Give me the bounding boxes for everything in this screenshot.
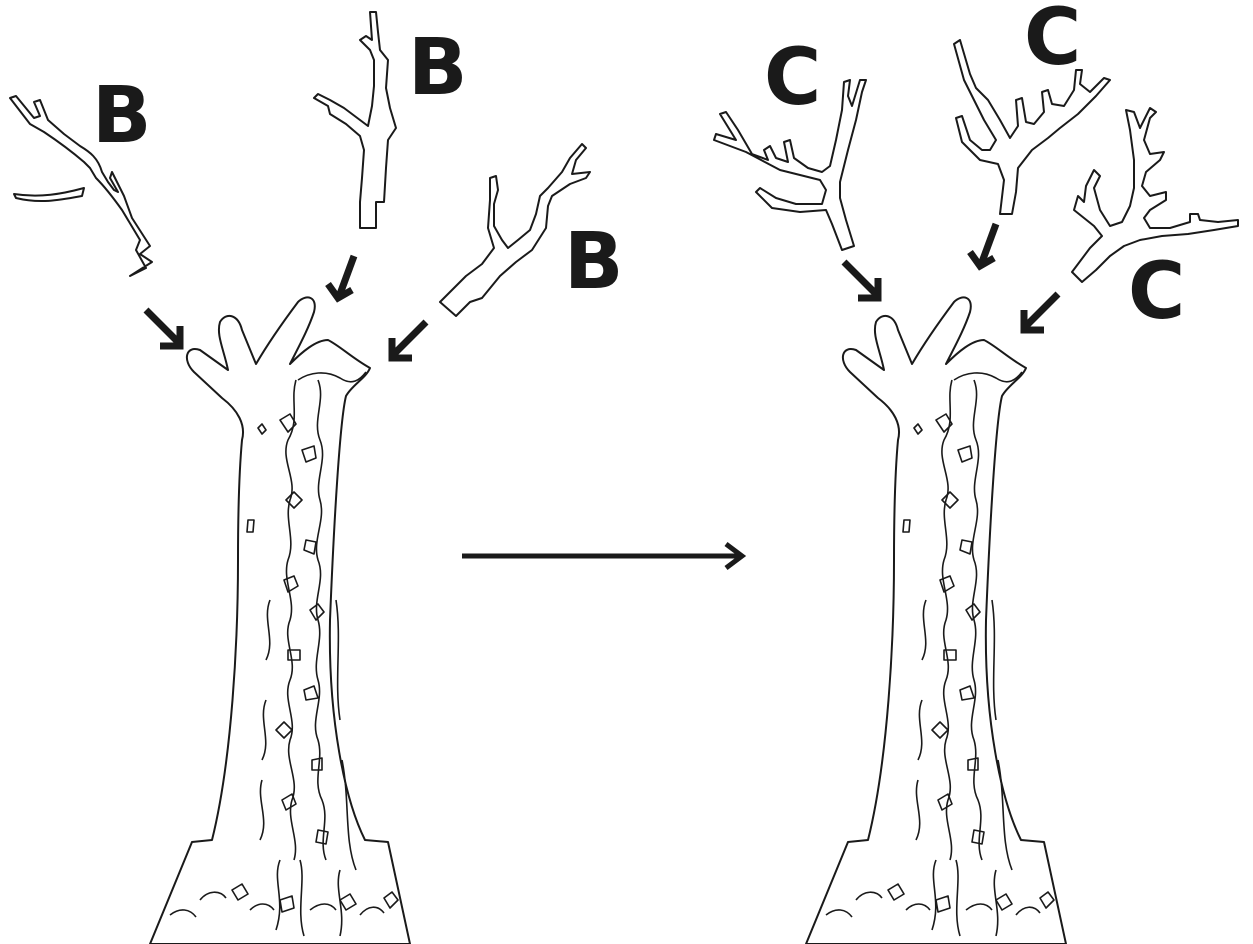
- graft-arrow: [1024, 294, 1058, 330]
- scion-label: C: [1024, 0, 1081, 83]
- scion-label: C: [764, 33, 821, 123]
- scion-c-right: C: [1072, 108, 1238, 337]
- scion-label: C: [1128, 247, 1185, 337]
- graft-arrow: [970, 224, 996, 266]
- after-panel: C C C: [714, 0, 1238, 944]
- graft-arrow: [328, 256, 354, 298]
- graft-arrow: [146, 310, 180, 346]
- graft-arrow: [392, 322, 426, 358]
- graft-arrow: [844, 262, 878, 298]
- scion-label: B: [92, 71, 151, 161]
- scion-b-right: B: [440, 144, 623, 316]
- scion-c-left: C: [714, 33, 866, 250]
- scion-label: B: [408, 23, 467, 113]
- scion-label: B: [564, 217, 623, 307]
- process-arrow: [462, 544, 742, 568]
- scion-b-left: B: [10, 71, 152, 276]
- grafted-trunk: [806, 297, 1066, 944]
- rootstock-trunk: [150, 297, 410, 944]
- scion-b-center: B: [314, 12, 467, 228]
- scion-c-center: C: [954, 0, 1110, 214]
- before-panel: B B B: [10, 12, 623, 944]
